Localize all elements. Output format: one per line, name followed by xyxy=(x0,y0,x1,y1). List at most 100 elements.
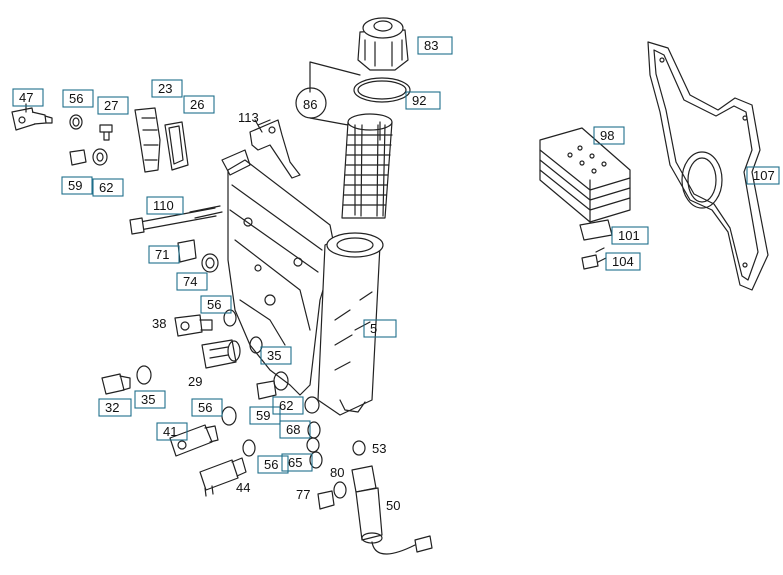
callout-62: 62 xyxy=(272,396,304,415)
callout-box xyxy=(148,245,180,264)
callout-56: 56 xyxy=(257,455,289,474)
callout-35: 35 xyxy=(260,346,292,365)
hose-23 xyxy=(134,107,161,173)
callout-101: 101 xyxy=(611,226,649,245)
callout-number: 110 xyxy=(153,198,174,213)
callout-box xyxy=(279,420,311,439)
callout-number: 27 xyxy=(104,98,118,113)
housing-gasket xyxy=(647,41,769,291)
callout-number: 104 xyxy=(612,254,634,269)
callout-box xyxy=(98,398,132,417)
callout-number: 47 xyxy=(19,90,33,105)
callout-box xyxy=(146,196,184,215)
callout-number: 38 xyxy=(152,316,166,331)
callout-44: 44 xyxy=(236,480,250,495)
callout-number: 80 xyxy=(330,465,344,480)
callout-box xyxy=(593,126,625,145)
callout-38: 38 xyxy=(152,316,166,331)
callout-number: 83 xyxy=(424,38,438,53)
callout-number: 5 xyxy=(370,321,377,336)
callout-number: 71 xyxy=(155,247,169,262)
callout-110: 110 xyxy=(146,196,184,215)
sensor-29 xyxy=(201,339,241,369)
callout-number: 68 xyxy=(286,422,300,437)
filter-element xyxy=(341,113,393,219)
callout-27: 27 xyxy=(97,96,129,115)
callout-80: 80 xyxy=(330,465,344,480)
callout-number: 29 xyxy=(188,374,202,389)
callout-box xyxy=(257,455,289,474)
callout-box xyxy=(363,319,397,338)
callout-box xyxy=(97,96,129,115)
bracket xyxy=(249,119,301,179)
callout-box xyxy=(156,422,188,441)
callout-number: 62 xyxy=(99,180,113,195)
callout-86-circle xyxy=(295,87,327,119)
bolt-110 xyxy=(139,207,217,231)
callout-56: 56 xyxy=(200,295,232,314)
callout-104: 104 xyxy=(605,252,641,271)
callout-number: 56 xyxy=(198,400,212,415)
callout-50: 50 xyxy=(386,498,400,513)
sensor-47 xyxy=(11,107,53,131)
callout-59: 59 xyxy=(61,176,93,195)
callout-98: 98 xyxy=(593,126,625,145)
callout-box xyxy=(12,88,44,107)
oil-cooler xyxy=(539,127,631,223)
callout-86: 86 xyxy=(303,97,317,112)
callout-53: 53 xyxy=(372,441,386,456)
callout-box xyxy=(61,176,93,195)
callout-number: 41 xyxy=(163,424,177,439)
callout-56: 56 xyxy=(62,89,94,108)
callout-box xyxy=(281,453,313,472)
callout-113: 113 xyxy=(238,110,259,125)
callout-number: 65 xyxy=(288,455,302,470)
sensor-38 xyxy=(174,314,213,337)
sensor-50 xyxy=(351,465,433,555)
callout-box xyxy=(92,178,124,197)
callout-41: 41 xyxy=(156,422,188,441)
callout-number: 53 xyxy=(372,441,386,456)
callout-number: 74 xyxy=(183,274,197,289)
o-ring xyxy=(353,77,411,103)
callout-box xyxy=(417,36,453,55)
callout-number: 113 xyxy=(238,110,259,125)
callout-number: 107 xyxy=(753,168,775,183)
callout-5: 5 xyxy=(363,319,397,338)
callout-number: 101 xyxy=(618,228,640,243)
callout-107: 107 xyxy=(746,166,780,185)
callout-23: 23 xyxy=(151,79,183,98)
callout-number: 32 xyxy=(105,400,119,415)
filter-cap xyxy=(357,17,409,71)
callout-number: 59 xyxy=(68,178,82,193)
callout-box xyxy=(249,406,281,425)
callout-35: 35 xyxy=(134,390,166,409)
callout-56: 56 xyxy=(191,398,223,417)
sensor-41 xyxy=(169,424,219,457)
callout-77: 77 xyxy=(296,487,310,502)
callout-74: 74 xyxy=(176,272,208,291)
callout-59: 59 xyxy=(249,406,281,425)
callout-box xyxy=(260,346,292,365)
callout-62: 62 xyxy=(92,178,124,197)
callout-92: 92 xyxy=(405,91,441,110)
sensor-44 xyxy=(199,457,247,497)
callout-box xyxy=(405,91,441,110)
callout-number: 92 xyxy=(412,93,426,108)
oil-filter-housing xyxy=(221,149,384,416)
callout-83: 83 xyxy=(417,36,453,55)
callout-65: 65 xyxy=(281,453,313,472)
callout-number: 98 xyxy=(600,128,614,143)
callout-32: 32 xyxy=(98,398,132,417)
callout-number: 44 xyxy=(236,480,250,495)
callout-box xyxy=(183,95,215,114)
callout-box xyxy=(200,295,232,314)
callout-number: 26 xyxy=(190,97,204,112)
callout-number: 50 xyxy=(386,498,400,513)
sensor-32 xyxy=(101,373,131,395)
callout-box xyxy=(62,89,94,108)
callout-box xyxy=(176,272,208,291)
callout-71: 71 xyxy=(148,245,180,264)
